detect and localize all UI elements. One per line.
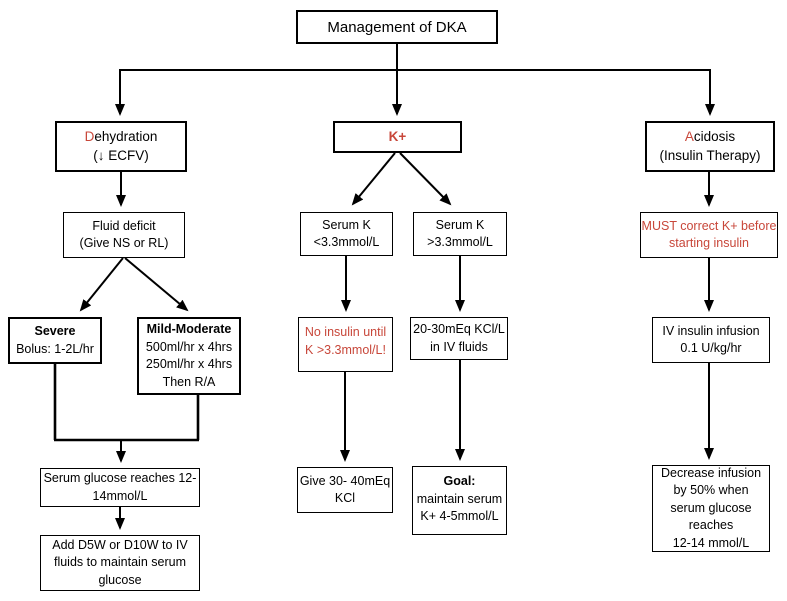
arrow-kplus-to-serumk-high [399,152,452,206]
goal-title: Goal: [443,474,476,488]
goal-line3: K+ 4-5mmol/L [420,509,499,523]
arrow-fluid-to-mild [124,257,189,312]
no-insulin-line2: K >3.3mmol/L! [305,342,386,357]
fluid-deficit-line2: (Give NS or RL) [79,236,169,250]
decrease-line4: reaches [688,518,734,533]
severe-title: Severe [34,324,76,338]
node-dehydration: Dehydration (↓ ECFV) [55,121,187,172]
serum-k-high-line1: Serum K [435,217,485,232]
mild-moderate-line4: Then R/A [162,374,216,389]
node-goal-maintain-k: Goal: maintain serum K+ 4-5mmol/L [412,466,507,535]
acidosis-subtitle: (Insulin Therapy) [659,147,761,163]
node-decrease-infusion: Decrease infusion by 50% when serum gluc… [652,465,770,552]
decrease-line1: Decrease infusion [660,465,762,480]
must-correct-line1: MUST correct K+ before [641,218,777,233]
serum-k-low-line2: <3.3mmol/L [313,235,380,249]
node-kcl-in-iv-fluids: 20-30mEq KCl/L in IV fluids [410,317,508,360]
node-severe: Severe Bolus: 1-2L/hr [8,317,102,364]
acidosis-title: Acidosis [685,128,735,147]
potassium-label: K+ [388,128,407,144]
severe-line2: Bolus: 1-2L/hr [16,341,94,356]
node-must-correct-k: MUST correct K+ before starting insulin [640,212,778,258]
must-correct-line2: starting insulin [669,236,749,250]
mild-moderate-title: Mild-Moderate [146,322,232,336]
serum-k-low-line1: Serum K [322,217,371,232]
mild-moderate-line3: 250ml/hr x 4hrs [145,357,233,371]
add-dextrose-line3: glucose [98,572,142,587]
add-dextrose-line2: fluids to maintain serum [53,555,186,570]
iv-insulin-line2: 0.1 U/kg/hr [680,341,742,355]
give-kcl-line1: Give 30- 40mEq [299,473,391,488]
node-fluid-deficit: Fluid deficit (Give NS or RL) [63,212,185,258]
page-title: Management of DKA [327,18,467,36]
node-no-insulin: No insulin until K >3.3mmol/L! [298,317,393,372]
dehydration-subtitle: (↓ ECFV) [93,147,149,163]
node-acidosis: Acidosis (Insulin Therapy) [645,121,775,172]
decrease-line2: by 50% when [673,483,749,498]
mild-moderate-line2: 500ml/hr x 4hrs [145,339,233,354]
no-insulin-line1: No insulin until [304,325,387,339]
node-serum-k-low: Serum K <3.3mmol/L [300,212,393,256]
add-dextrose-line1: Add D5W or D10W to IV [52,537,188,552]
serum-glucose-line2: 14mmol/L [92,488,148,503]
dehydration-accent-letter: D [84,128,95,144]
acidosis-accent-letter: A [684,128,694,144]
give-kcl-line2: KCl [334,491,356,505]
dehydration-title-rest: ehydration [94,128,158,144]
decrease-line5: 12-14 mmol/L [672,535,750,550]
node-give-kcl: Give 30- 40mEq KCl [297,467,393,513]
node-serum-glucose-reaches: Serum glucose reaches 12- 14mmol/L [40,468,200,507]
node-mild-moderate: Mild-Moderate 500ml/hr x 4hrs 250ml/hr x… [137,317,241,395]
serum-glucose-line1: Serum glucose reaches 12- [43,471,197,485]
serum-k-high-line2: >3.3mmol/L [427,235,493,249]
dehydration-title: Dehydration [85,128,158,147]
kcl-line1: 20-30mEq KCl/L [413,322,505,336]
kcl-line2: in IV fluids [430,339,488,354]
fluid-deficit-line1: Fluid deficit [92,218,156,233]
node-potassium: K+ [333,121,462,153]
node-add-dextrose: Add D5W or D10W to IV fluids to maintain… [40,535,200,591]
node-iv-insulin-infusion: IV insulin infusion 0.1 U/kg/hr [652,317,770,363]
arrow-fluid-to-severe [79,257,124,312]
decrease-line3: serum glucose [670,500,752,515]
node-serum-k-high: Serum K >3.3mmol/L [413,212,507,256]
arrow-kplus-to-serumk-low [351,152,396,206]
goal-line2: maintain serum [416,491,503,506]
iv-insulin-line1: IV insulin infusion [662,323,760,338]
node-management-of-dka: Management of DKA [296,10,498,44]
acidosis-title-rest: cidosis [693,128,736,144]
